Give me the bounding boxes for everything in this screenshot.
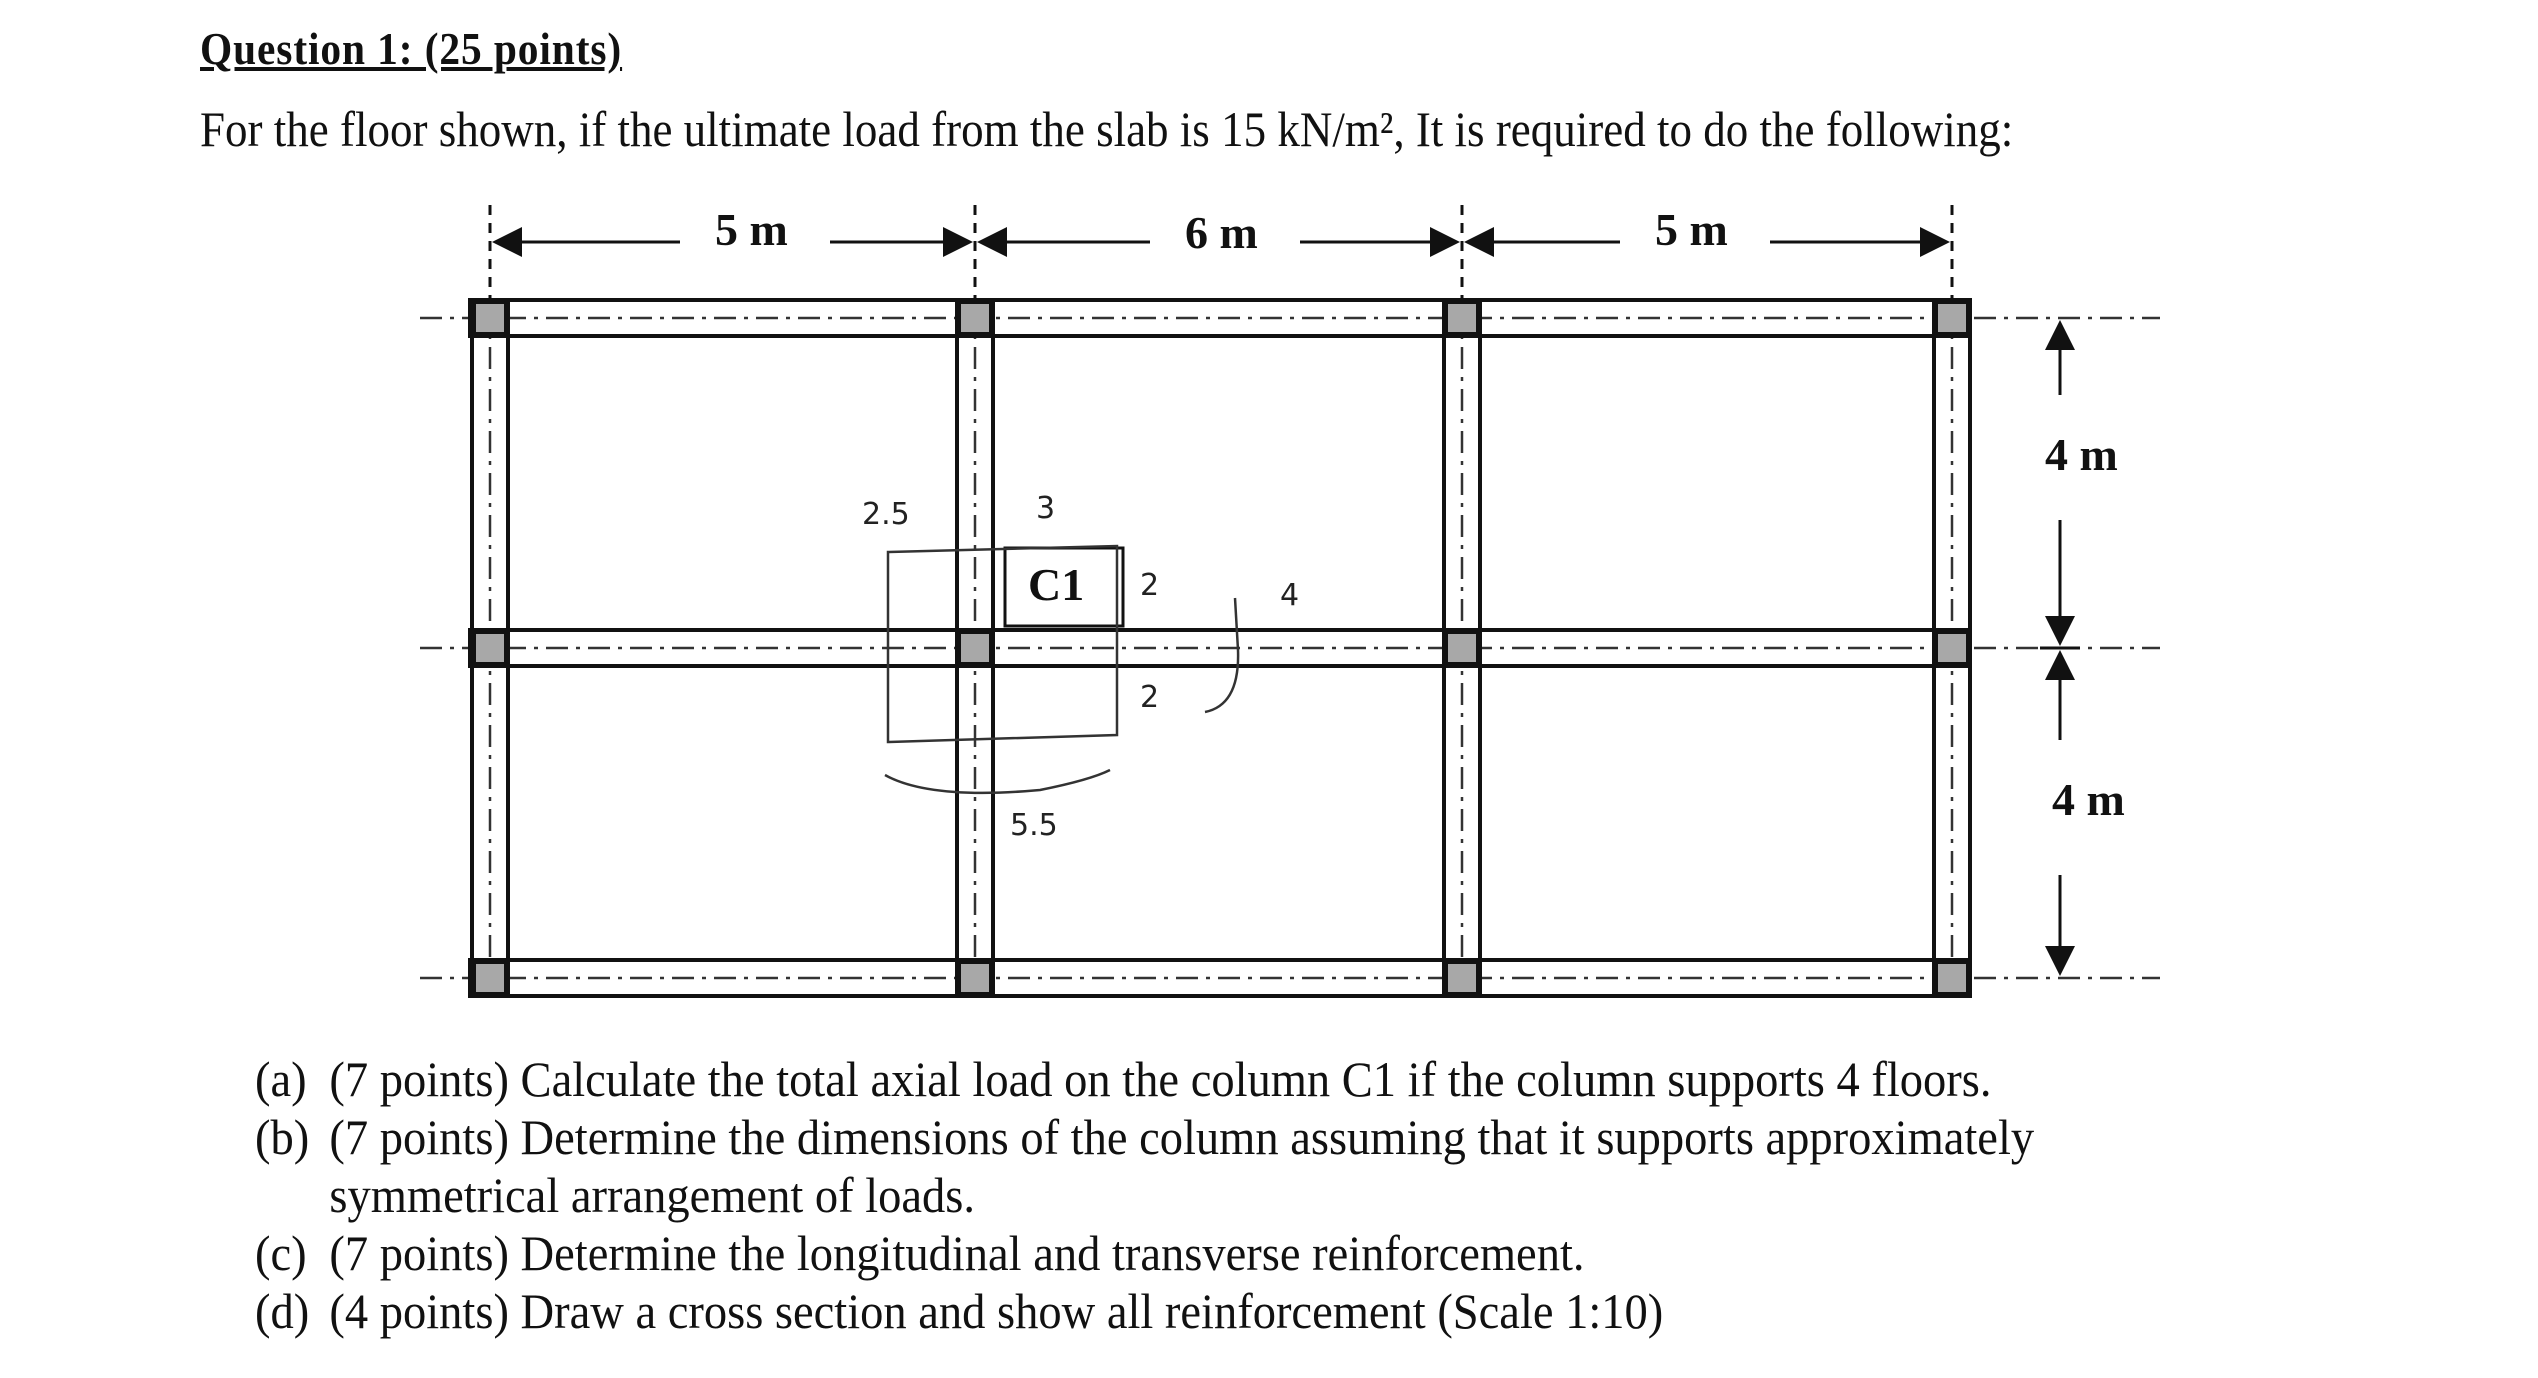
- part-d-text: (4 points) Draw a cross section and show…: [329, 1283, 1664, 1339]
- note-4: 4: [1280, 578, 1299, 613]
- note-2-5: 2.5: [862, 497, 910, 532]
- part-d: (d) (4 points) Draw a cross section and …: [255, 1282, 2348, 1340]
- question-parts: (a) (7 points) Calculate the total axial…: [255, 1050, 2505, 1340]
- part-b: (b) (7 points) Determine the dimensions …: [255, 1108, 2348, 1166]
- part-a-label: (a): [255, 1051, 307, 1107]
- span-label-y1: 4 m: [2045, 429, 2118, 480]
- dimension-lines-right: [2040, 320, 2080, 976]
- part-d-label: (d): [255, 1283, 310, 1339]
- part-a: (a) (7 points) Calculate the total axial…: [255, 1050, 2348, 1108]
- part-c-label: (c): [255, 1225, 307, 1281]
- part-b-label: (b): [255, 1109, 310, 1165]
- part-b-continuation: symmetrical arrangement of loads.: [329, 1167, 976, 1223]
- part-b-text: (7 points) Determine the dimensions of t…: [329, 1109, 2035, 1165]
- question-title: Question 1: (25 points): [200, 23, 623, 74]
- c1-label: C1: [1028, 559, 1084, 610]
- handwritten-annotations: [884, 544, 1240, 795]
- part-c-text: (7 points) Determine the longitudinal an…: [329, 1225, 1585, 1281]
- note-3: 3: [1036, 491, 1055, 526]
- span-label-y2: 4 m: [2052, 774, 2125, 825]
- grid-axes: [420, 305, 2160, 995]
- note-2-top: 2: [1140, 568, 1159, 603]
- span-label-3: 5 m: [1655, 204, 1728, 255]
- part-c: (c) (7 points) Determine the longitudina…: [255, 1224, 2348, 1282]
- part-a-text: (7 points) Calculate the total axial loa…: [329, 1051, 1992, 1107]
- dimension-ticks-top: [488, 205, 1954, 300]
- note-5-5: 5.5: [1010, 808, 1058, 843]
- note-2-bottom: 2: [1140, 680, 1159, 715]
- question-intro: For the floor shown, if the ultimate loa…: [200, 101, 2014, 157]
- span-label-1: 5 m: [715, 204, 788, 255]
- span-label-2: 6 m: [1185, 207, 1258, 258]
- columns: [472, 300, 1970, 996]
